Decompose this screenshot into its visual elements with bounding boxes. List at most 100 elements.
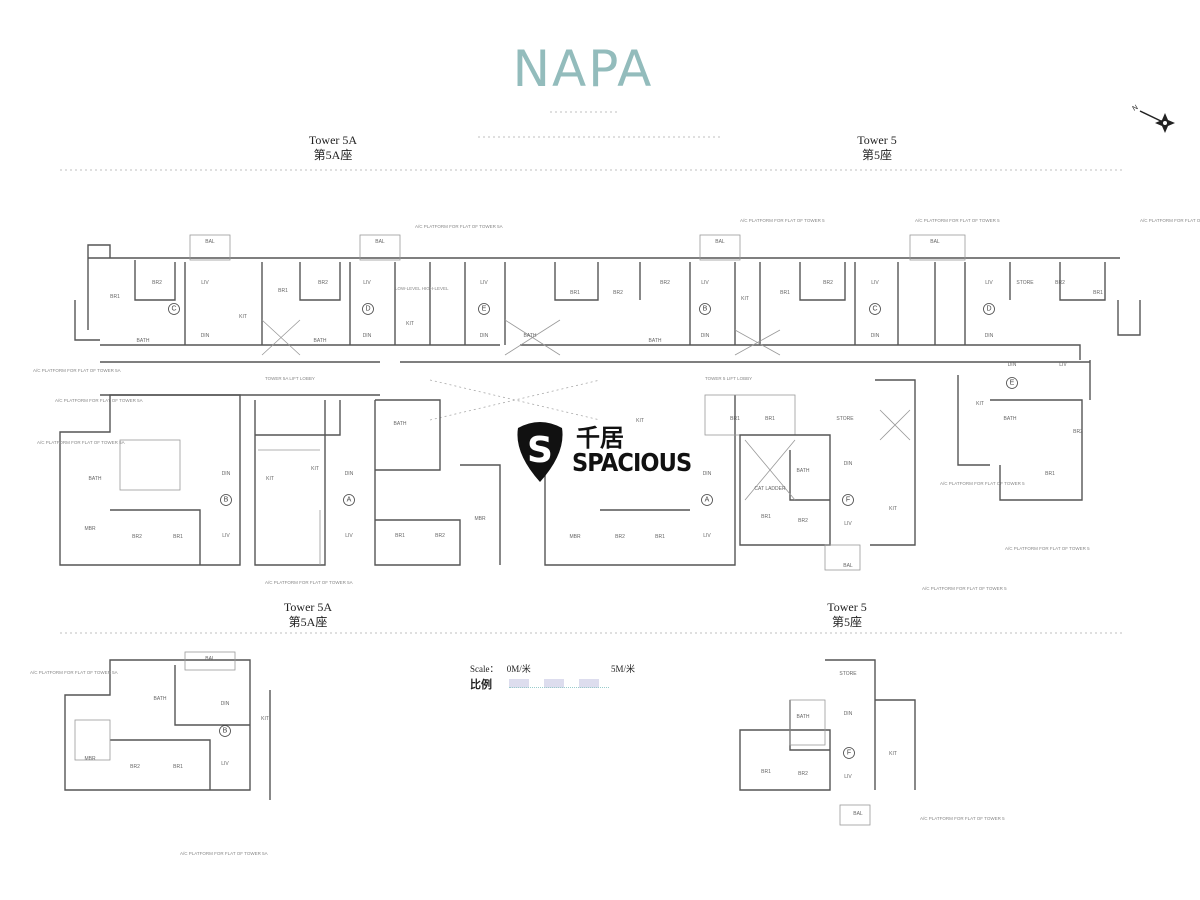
flat-marker: A [701,494,713,506]
note-ac_5: A/C PLATFORM FOR FLAT OF TOWER 5 [1140,218,1200,223]
note-ac_5: A/C PLATFORM FOR FLAT OF TOWER 5 [922,586,1007,591]
room-label-br2: BR2 [798,518,808,524]
flat-marker: B [220,494,232,506]
room-label-din: DIN [703,471,712,477]
north-label: N [1132,104,1140,113]
flat-marker: F [842,494,854,506]
room-label-bath: BATH [524,333,537,339]
room-label-kit: KIT [976,401,984,407]
room-label-kit: KIT [889,506,897,512]
tower-name-en: Tower 5 [857,133,897,147]
room-label-bath: BATH [649,338,662,344]
svg-text:C: C [171,306,176,313]
room-label-mbr: MBR [84,526,96,532]
svg-text:B: B [224,497,229,504]
note-lobby: TOWER 5A LIFT LOBBY [265,376,315,381]
note-ac_5a: A/C PLATFORM FOR FLAT OF TOWER 5A [55,398,143,403]
room-label-store: STORE [1016,280,1034,286]
note-ac_5: A/C PLATFORM FOR FLAT OF TOWER 5 [940,481,1025,486]
room-label-din: DIN [871,333,880,339]
tower-name-zh: 第5座 [831,615,862,629]
room-label-br1: BR1 [780,290,790,296]
flat-marker: E [478,303,490,315]
room-label-din: DIN [1008,362,1017,368]
room-label-bal: BAL [205,239,215,245]
scale-zero: 0M/米 [506,664,531,674]
room-label-din: DIN [201,333,210,339]
room-label-br2: BR2 [798,771,808,777]
project-title: NAPA [512,40,654,98]
room-label-mbr: MBR [84,756,96,762]
room-label-bath: BATH [137,338,150,344]
room-label-liv: LIV [222,533,230,539]
spacious-logo: S 千居 SPACIOUS [510,418,700,484]
room-label-din: DIN [345,471,354,477]
room-label-bal: BAL [715,239,725,245]
room-label-br1: BR1 [1045,471,1055,477]
north-arrow-icon: N [1132,104,1175,133]
note-ac_5a: A/C PLATFORM FOR FLAT OF TOWER 5A [180,851,268,856]
scale-ruler [508,679,609,688]
room-label-br2: BR2 [823,280,833,286]
room-label-br2: BR2 [615,534,625,540]
flat-marker: E [1006,377,1018,389]
room-label-liv: LIV [701,280,709,286]
room-label-bal: BAL [843,563,853,569]
svg-text:E: E [1010,380,1015,387]
room-label-liv: LIV [201,280,209,286]
room-label-din: DIN [844,461,853,467]
note-ac_5a: A/C PLATFORM FOR FLAT OF TOWER 5A [265,580,353,585]
room-label-liv: LIV [844,521,852,527]
room-label-din: DIN [221,701,230,707]
room-label-br2: BR2 [435,533,445,539]
room-label-br1: BR1 [761,769,771,775]
room-label-liv: LIV [871,280,879,286]
room-label-br1: BR1 [395,533,405,539]
room-label-liv: LIV [363,280,371,286]
room-label-br1: BR1 [110,294,120,300]
faint-subtitle [478,111,720,138]
room-label-kit: KIT [239,314,247,320]
scale-zh-label: 比例 [470,679,492,691]
room-label-din: DIN [480,333,489,339]
tower-5a-detail-plan [64,651,271,800]
scale-label: Scale： [470,664,499,674]
svg-text:F: F [847,750,851,757]
flat-marker: A [343,494,355,506]
note-ac_5: A/C PLATFORM FOR FLAT OF TOWER 5 [740,218,825,223]
scale-bar: Scale： 0M/米 5M/米 比例 [470,662,635,691]
tower-name-en: Tower 5A [283,600,333,614]
room-label-br2: BR2 [152,280,162,286]
tower-5-detail-plan [739,659,916,826]
room-label-bath: BATH [797,714,810,720]
svg-text:B: B [703,306,708,313]
svg-text:E: E [482,306,487,313]
note-lobby5: TOWER 5 LIFT LOBBY [705,376,752,381]
room-label-mbr: MBR [569,534,581,540]
room-label-kit: KIT [311,466,319,472]
flat-marker: C [869,303,881,315]
svg-text:D: D [365,306,370,313]
tower-name-zh: 第5A座 [288,615,328,629]
room-label-bath: BATH [89,476,102,482]
room-label-bath: BATH [797,468,810,474]
tower-name-zh: 第5座 [861,148,892,162]
room-label-liv: LIV [345,533,353,539]
room-label-din: DIN [985,333,994,339]
note-ac_5: A/C PLATFORM FOR FLAT OF TOWER 5 [1005,546,1090,551]
logo-zh: 千居 [576,424,624,452]
room-label-liv: LIV [221,761,229,767]
flat-marker: C [168,303,180,315]
room-label-br1: BR1 [1093,290,1103,296]
flat-marker: D [362,303,374,315]
tower-label-5a-top: Tower 5A 第5A座 [273,133,393,163]
room-label-liv: LIV [1059,362,1067,368]
room-label-store: STORE [836,416,854,422]
flat-marker: B [699,303,711,315]
room-label-liv: LIV [844,774,852,780]
flat-marker: B [219,725,231,737]
room-label-br2: BR2 [1073,429,1083,435]
flat-marker: F [843,747,855,759]
room-label-din: DIN [363,333,372,339]
